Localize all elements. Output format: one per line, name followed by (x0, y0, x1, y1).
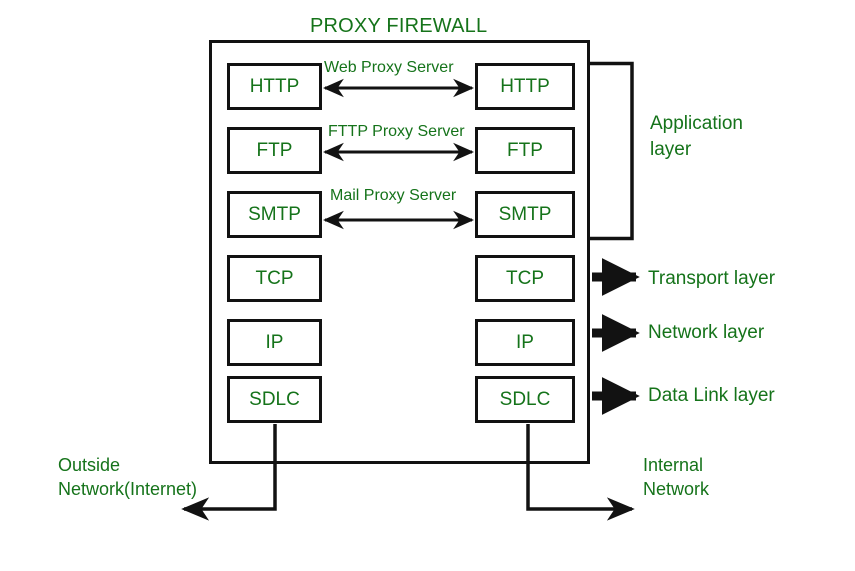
left-box-http[interactable]: HTTP (227, 63, 322, 110)
internal-network-label: Internal Network (643, 453, 709, 502)
right-box-ftp-label: FTP (507, 140, 543, 161)
application-layer-bracket (590, 61, 634, 241)
left-box-ip[interactable]: IP (227, 319, 322, 366)
left-box-http-label: HTTP (249, 76, 300, 97)
proxy-label-ftp: FTTP Proxy Server (328, 123, 465, 140)
layer-label-datalink: Data Link layer (648, 385, 775, 406)
page-title: PROXY FIREWALL (310, 15, 488, 37)
right-box-ip-label: IP (516, 332, 534, 353)
layer-label-application-line1: Application (650, 113, 743, 134)
right-box-tcp-label: TCP (506, 268, 544, 289)
left-box-sdlc[interactable]: SDLC (227, 376, 322, 423)
right-box-http[interactable]: HTTP (475, 63, 575, 110)
layer-label-application-line2: layer (650, 138, 692, 160)
proxy-label-mail: Mail Proxy Server (330, 187, 457, 204)
right-box-http-label: HTTP (500, 76, 550, 97)
left-box-ftp[interactable]: FTP (227, 127, 322, 174)
right-box-ftp[interactable]: FTP (475, 127, 575, 174)
internal-network-line2: Network (643, 479, 710, 500)
internal-network-line1: Internal (643, 455, 704, 475)
left-box-ip-label: IP (265, 332, 284, 353)
layer-label-application: Application layer (650, 111, 743, 162)
left-box-smtp-label: SMTP (248, 204, 301, 225)
layer-label-network: Network layer (648, 322, 765, 343)
left-box-ftp-label: FTP (256, 140, 293, 161)
left-box-tcp[interactable]: TCP (227, 255, 322, 302)
right-box-sdlc-label: SDLC (499, 389, 551, 410)
right-box-sdlc[interactable]: SDLC (475, 376, 575, 423)
proxy-label-web: Web Proxy Server (324, 59, 454, 76)
outside-network-line1: Outside (58, 455, 121, 475)
outside-network-label: Outside Network(Internet) (58, 453, 197, 502)
right-box-ip[interactable]: IP (475, 319, 575, 366)
proxy-firewall-boundary (209, 40, 590, 464)
right-box-tcp[interactable]: TCP (475, 255, 575, 302)
layer-label-transport: Transport layer (648, 268, 776, 289)
left-box-smtp[interactable]: SMTP (227, 191, 322, 238)
outside-network-line2: Network(Internet) (58, 479, 198, 500)
right-box-smtp-label: SMTP (498, 204, 552, 225)
left-box-tcp-label: TCP (255, 268, 294, 289)
left-box-sdlc-label: SDLC (249, 389, 300, 410)
right-box-smtp[interactable]: SMTP (475, 191, 575, 238)
